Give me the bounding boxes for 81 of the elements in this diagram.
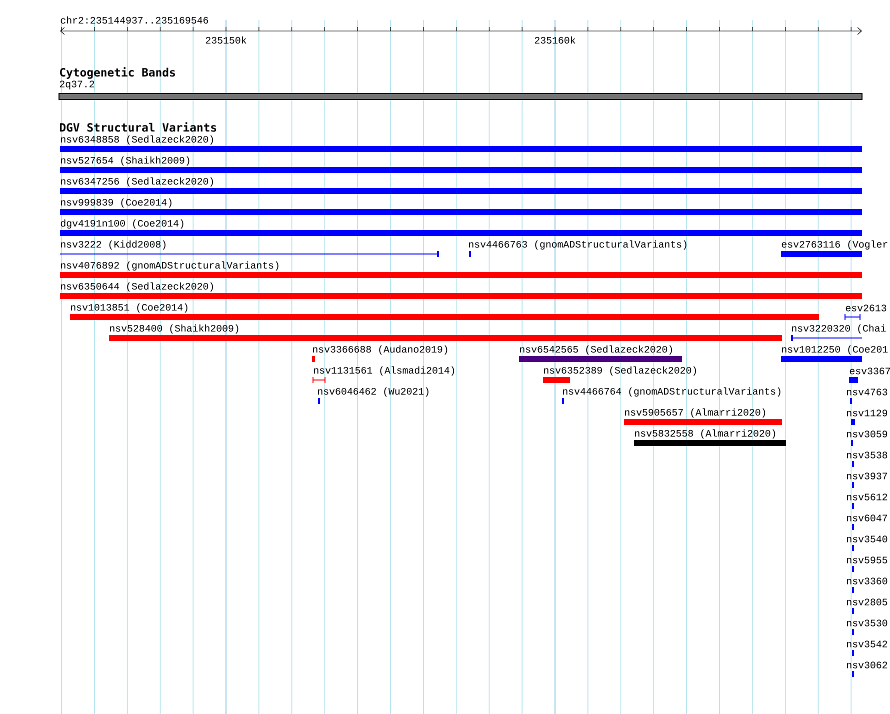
node-label: nsv4763 [847,388,888,396]
variant-feature: nsv3366688 (Audano2019) [312,345,448,362]
node-label: 2q37.2 [60,80,94,90]
variant-feature: nsv527654 (Shaikh2009) [60,156,862,173]
node-label: nsv5905657 (Almarri2020) [625,408,766,418]
variant-feature: nsv4466763 (gnomADStructuralVariants) [469,240,686,257]
variant-feature: nsv5612 [847,494,888,509]
variant-feature: nsv4763 [847,388,888,404]
node-label: nsv3366688 (Audano2019) [313,345,448,355]
node-label: nsv3059 [847,430,888,438]
node-label: nsv527654 (Shaikh2009) [61,156,190,166]
tick-label: 235160k [534,36,576,44]
node-label: nsv6348858 (Sedlazeck2020) [61,135,213,145]
coordinate-label: chr2:235144937..235169546 [60,16,208,24]
cytoband-bar: 2q37.2 [58,80,863,100]
variant-feature: nsv3222 (Kidd2008) [60,240,439,257]
variant-feature: nsv1131561 (Alsmadi2014) [312,366,454,384]
tick-label: 235150k [206,36,246,44]
variant-feature: nsv3062 [847,662,888,677]
variant-feature: nsv3937 [847,472,888,488]
variant-feature: nsv4076892 (gnomADStructuralVariants) [60,261,862,278]
variant-feature: nsv5832558 (Almarri2020) [634,429,786,446]
variant-feature: esv3367 [849,368,890,383]
variant-feature: nsv6542565 (Sedlazeck2020) [519,345,682,362]
variant-feature: nsv1013851 (Coe2014) [70,303,820,320]
node-label: nsv5612 [847,494,888,500]
variant-feature: nsv1129 [847,410,888,425]
node-label: nsv4466764 (gnomADStructuralVariants) [563,387,780,397]
node-label: nsv3530 [847,620,888,626]
node-label: esv2763116 (Vogler [782,240,888,250]
node-label: nsv6047 [847,514,888,522]
node-label: nsv1129 [847,410,888,416]
variant-feature: nsv6348858 (Sedlazeck2020) [60,135,862,152]
node-label: nsv3222 (Kidd2008) [61,240,166,250]
variant-feature: nsv5905657 (Almarri2020) [624,408,782,425]
node-label: nsv3062 [847,662,888,668]
variant-feature: nsv3540 [847,536,888,551]
node-label: nsv1012250 (Coe201 [782,345,888,355]
variant-feature: nsv3542 [847,640,888,656]
variant-feature: nsv3360 [847,578,888,593]
variant-feature: nsv2805 [847,598,888,614]
variant-feature: esv2613 [844,304,886,320]
node-label: nsv3538 [847,452,888,458]
node-label: esv3367 [850,368,890,374]
variant-feature: nsv5955 [847,556,888,572]
node-label: nsv999839 (Coe2014) [61,198,172,208]
node-label: nsv3540 [847,536,888,542]
track-title: DGV Structural Variants [60,122,216,132]
node-label: nsv2805 [847,598,888,606]
variant-feature: dgv4191n100 (Coe2014) [60,219,862,236]
variant-feature: nsv6350644 (Sedlazeck2020) [60,282,862,299]
variant-feature: nsv4466764 (gnomADStructuralVariants) [562,387,780,404]
variant-feature: nsv6046462 (Wu2021) [318,387,428,404]
node-label: nsv6542565 (Sedlazeck2020) [520,345,672,355]
variant-feature: nsv6047 [847,514,888,530]
variant-feature: nsv3059 [847,430,888,446]
node-label: nsv1013851 (Coe2014) [71,303,188,313]
node-label: nsv6046462 (Wu2021) [318,387,428,397]
node-label: nsv6347256 (Sedlazeck2020) [61,177,213,187]
node-label: dgv4191n100 (Coe2014) [60,219,184,229]
node-label: nsv5832558 (Almarri2020) [635,429,776,439]
variant-feature: nsv3538 [847,452,888,467]
node-label: nsv6352389 (Sedlazeck2020) [544,366,696,376]
node-label: nsv528400 (Shaikh2009) [110,324,238,334]
variant-feature: nsv6352389 (Sedlazeck2020) [543,366,696,383]
node-label: nsv3937 [847,472,888,480]
node-label: nsv3360 [847,578,888,584]
variant-feature: nsv528400 (Shaikh2009) [109,324,782,341]
variant-feature: nsv3530 [847,620,888,635]
node-label: nsv4076892 (gnomADStructuralVariants) [61,261,278,271]
node-label: nsv6350644 (Sedlazeck2020) [61,282,213,292]
node-label: nsv5955 [847,556,888,564]
variant-feature: nsv6347256 (Sedlazeck2020) [60,177,862,194]
track-title: Cytogenetic Bands [60,67,175,79]
node-label: nsv3542 [847,640,888,648]
variant-feature: nsv1012250 (Coe201 [781,345,888,362]
variant-feature: nsv3220320 (Chai [791,324,886,341]
node-label: nsv4466763 (gnomADStructuralVariants) [469,240,686,250]
variant-feature: esv2763116 (Vogler [781,240,888,257]
variant-feature: nsv999839 (Coe2014) [60,198,862,215]
node-label: nsv3220320 (Chai [792,324,886,334]
